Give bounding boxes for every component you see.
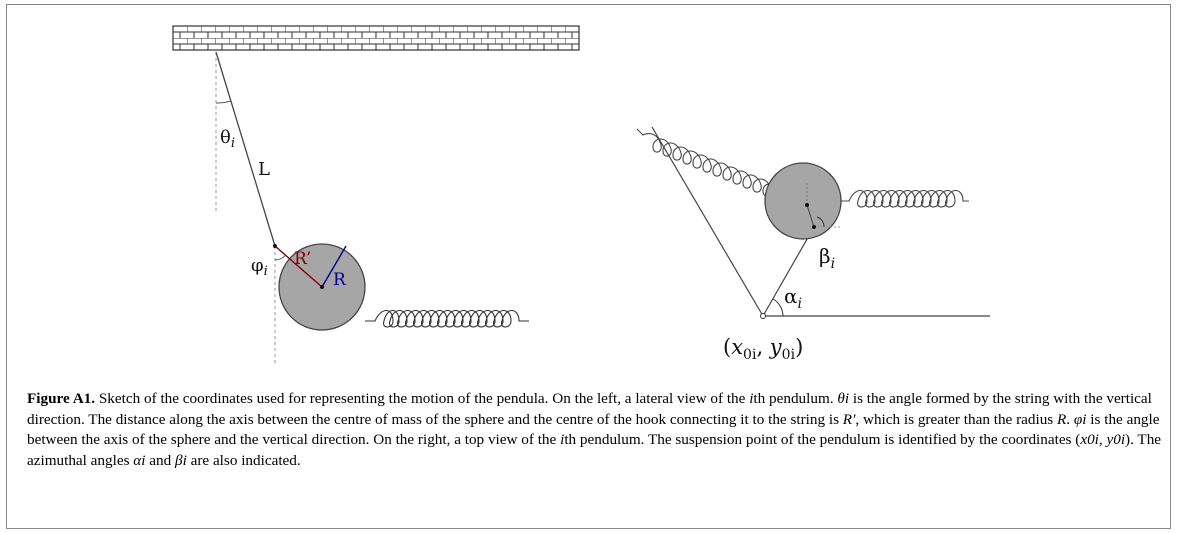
caption-symbol-phi: φi: [1073, 410, 1087, 428]
caption-text: is the angle formed by the string with t…: [27, 390, 1152, 428]
sphere-axis-line: [806, 204, 815, 228]
caption-text: are also indicated.: [186, 451, 301, 469]
suspension-coords-label: (x0i, y0i): [723, 335, 803, 363]
beta-label: βi: [819, 244, 835, 272]
caption-heading: Figure A1.: [27, 390, 96, 407]
theta-angle-arc: [215, 100, 232, 104]
radius-label: R: [333, 270, 347, 290]
top-view-sphere: [764, 162, 842, 240]
hook-point: [273, 244, 277, 248]
caption-symbol-x0i: x0i: [1080, 431, 1099, 448]
caption-symbol-r: R: [1057, 410, 1067, 428]
beta-angle-arc: [816, 216, 825, 228]
figure-caption: Figure A1. Sketch of the coordinates use…: [27, 389, 1162, 471]
caption-symbol-theta: θi: [837, 390, 850, 407]
alpha-label: αi: [784, 284, 802, 312]
alpha-angle-arc: [772, 298, 784, 317]
caption-italic: i: [560, 431, 565, 448]
r-prime-label: R’: [294, 249, 311, 269]
caption-text: .: [1066, 410, 1074, 428]
spring-coil-left-view: [365, 309, 529, 328]
radius-segment: [321, 245, 347, 288]
caption-text: th pendulum. The suspension point of the…: [564, 431, 1081, 448]
theta-label: θi: [220, 127, 235, 151]
projected-string-line: [762, 226, 815, 317]
string-line: [215, 51, 276, 247]
caption-italic: i: [749, 390, 754, 407]
caption-text: ). The azimuthal angles: [27, 431, 1162, 469]
ceiling-wall: [172, 25, 580, 51]
spring-coil-upper: [636, 128, 783, 197]
phi-angle-arc: [274, 254, 286, 261]
caption-text: th pendulum.: [753, 390, 838, 407]
string-length-label: L: [258, 159, 270, 180]
caption-text: , which is greater than the radius: [855, 410, 1057, 428]
spring-coil-right: [841, 189, 969, 208]
r-prime-segment: [274, 245, 323, 288]
figure-frame: θi L φi R’ R βi αi (x0i, y0i) Figure A1.…: [6, 4, 1171, 529]
phi-label: φi: [251, 255, 268, 279]
caption-symbol-rprime: R′: [842, 410, 856, 428]
caption-symbol-beta: βi: [175, 451, 187, 469]
top-view-hook-point: [812, 225, 816, 229]
top-view-centre-point: [805, 203, 809, 207]
caption-text: ,: [1098, 431, 1107, 448]
caption-text: Sketch of the coordinates used for repre…: [95, 390, 750, 407]
caption-symbol-y0i: y0i: [1106, 431, 1126, 448]
reference-axis-diagonal: [651, 126, 764, 317]
caption-text: is the angle between the axis of the sph…: [27, 410, 1160, 449]
caption-symbol-alpha: αi: [133, 451, 146, 469]
sphere-centre-point: [320, 285, 324, 289]
caption-text: and: [145, 451, 176, 469]
figure-a1-diagram: θi L φi R’ R βi αi (x0i, y0i): [172, 25, 990, 363]
suspension-point: [760, 313, 766, 319]
